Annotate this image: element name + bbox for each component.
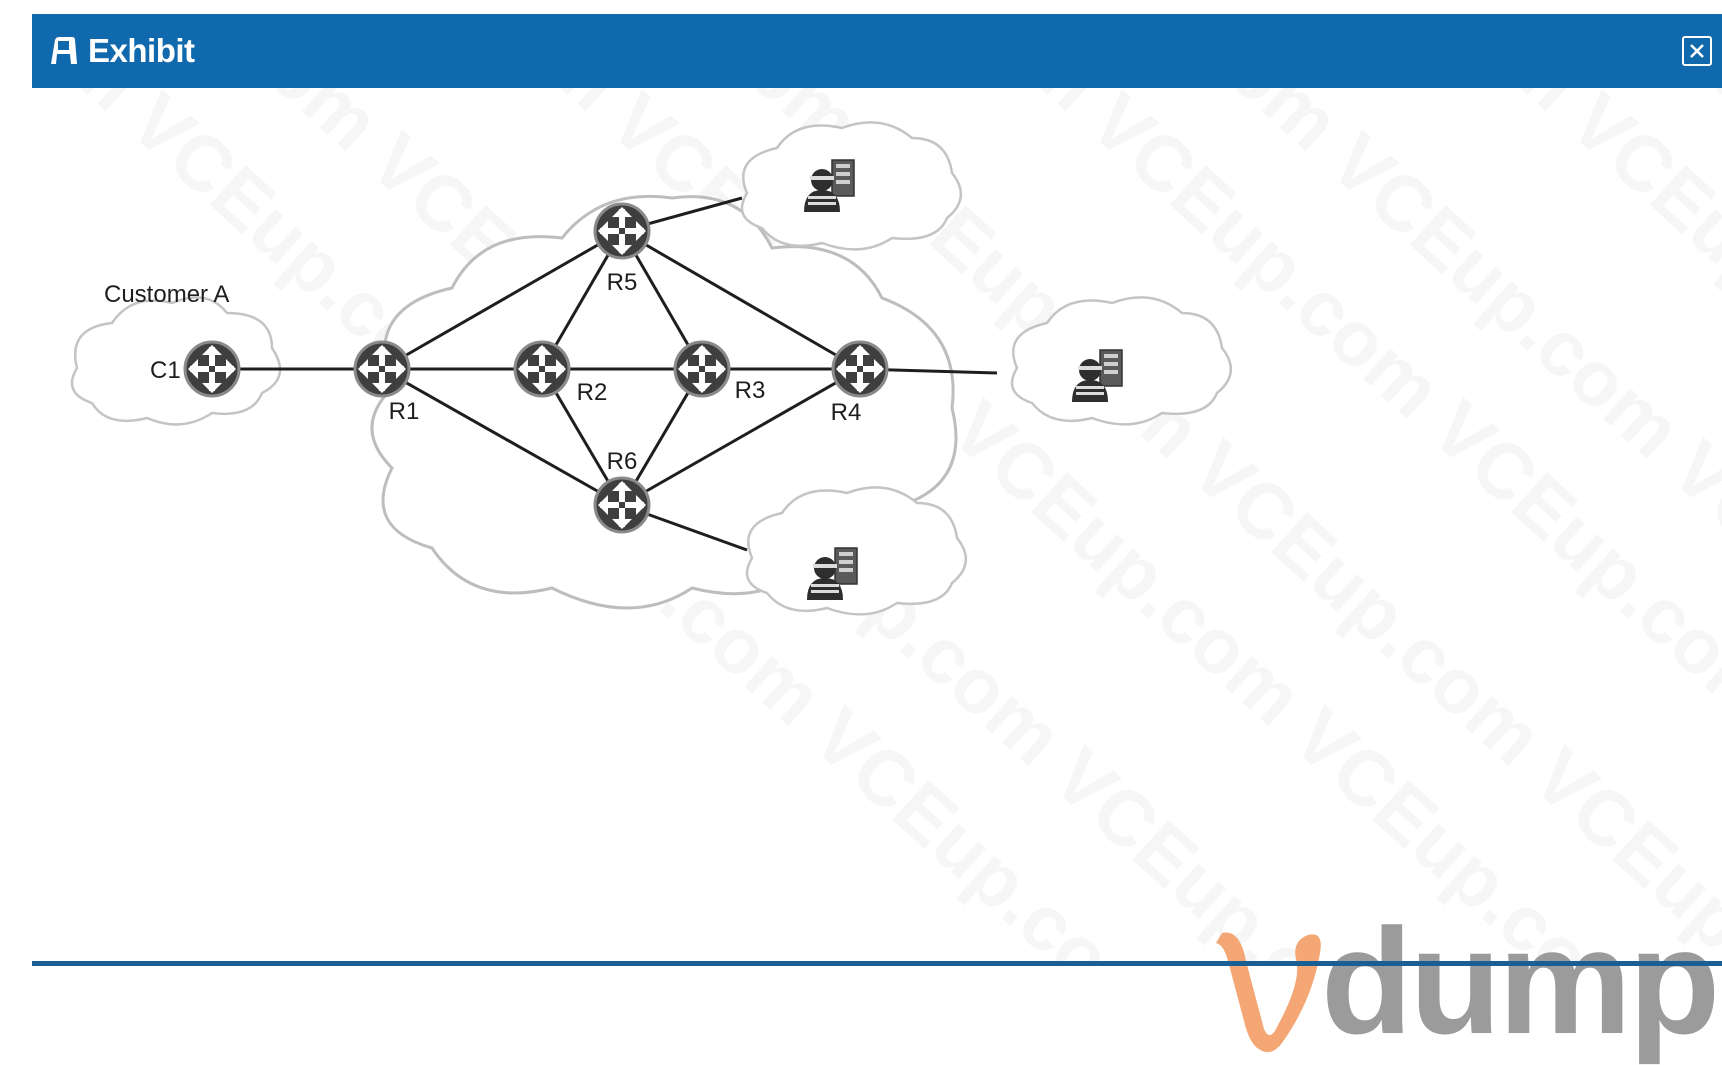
router-icon — [515, 342, 569, 396]
router-icon — [185, 342, 239, 396]
router-label-r1: R1 — [389, 398, 420, 425]
title-bar: Exhibit — [32, 14, 1722, 88]
router-label-r5: R5 — [607, 269, 638, 296]
bottom-border — [32, 961, 1722, 966]
router-icon — [675, 342, 729, 396]
close-icon — [1688, 42, 1706, 60]
vdumps-logo-mark — [1212, 921, 1327, 1056]
router-label-r4: R4 — [831, 399, 862, 426]
window-title: Exhibit — [88, 32, 195, 70]
customer-a-label: Customer A — [104, 281, 229, 308]
exhibit-window: Exhibit VCEup.com VCEup.com VCEup.com VC… — [32, 14, 1722, 966]
close-button[interactable] — [1682, 36, 1712, 66]
router-label-c1: C1 — [150, 357, 181, 384]
router-icon — [595, 478, 649, 532]
vdumps-logo-text: dumps — [1321, 906, 1722, 1056]
router-label-r3: R3 — [735, 377, 766, 404]
exhibit-canvas: VCEup.com VCEup.com VCEup.com VCEup.com … — [32, 88, 1722, 966]
exhibit-icon — [44, 32, 82, 70]
router-icon — [355, 342, 409, 396]
router-icon — [833, 342, 887, 396]
router-label-r6: R6 — [607, 448, 638, 475]
router-icon — [595, 204, 649, 258]
vdumps-logo: dumps — [1212, 906, 1722, 1056]
router-label-r2: R2 — [577, 379, 608, 406]
